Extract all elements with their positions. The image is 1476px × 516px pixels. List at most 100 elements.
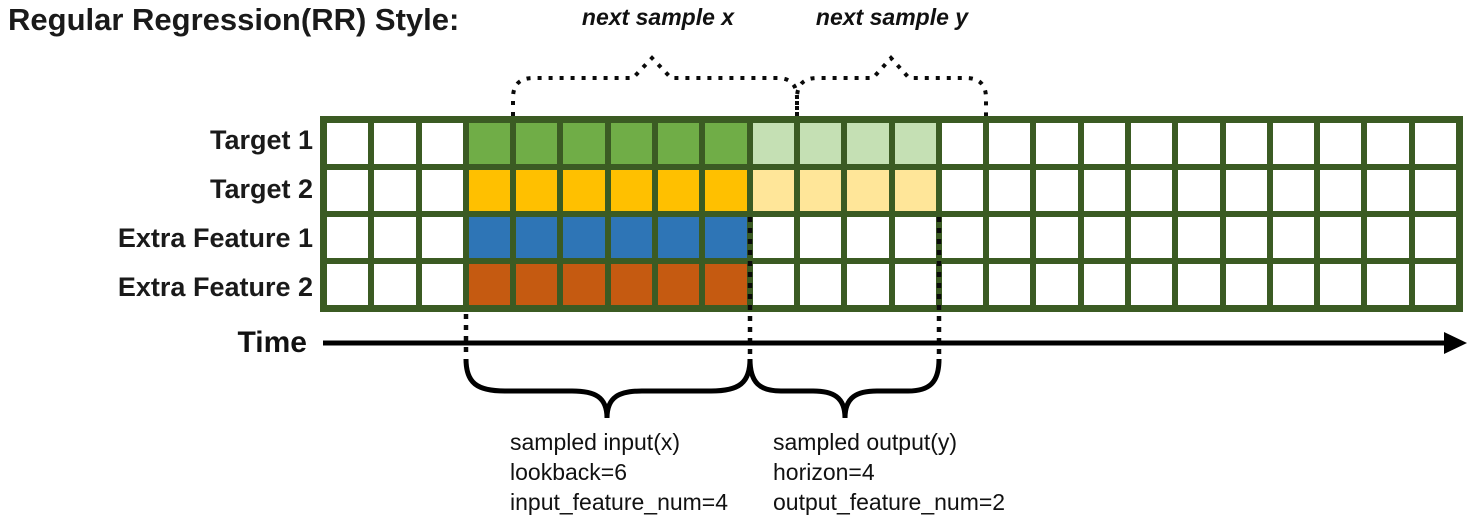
grid-cell-r2-c15 <box>989 170 1031 211</box>
grid-cell-r4-c7 <box>610 264 653 305</box>
grid-cell-r3-c19 <box>1178 217 1220 258</box>
row-label-4: Extra Feature 2 <box>117 272 313 302</box>
grid-cell-r4-c5 <box>516 264 558 305</box>
grid-cell-r4-c3 <box>421 264 463 305</box>
grid-cell-r3-c20 <box>1225 217 1267 258</box>
grid-cell-r3-c2 <box>374 217 416 258</box>
grid-cell-r4-c17 <box>1083 264 1125 305</box>
lookback-value: lookback=6 <box>510 459 627 485</box>
horizon-value: horizon=4 <box>773 459 875 485</box>
grid-cell-r4-c18 <box>1130 264 1173 305</box>
grid-cell-r1-c7 <box>610 123 653 164</box>
grid-cell-r3-c12 <box>847 217 889 258</box>
grid-cell-r1-c24 <box>1414 123 1456 164</box>
sampled-output-brace <box>747 358 942 419</box>
grid-cell-r3-c21 <box>1272 217 1315 258</box>
grid-cell-r2-c5 <box>516 170 558 211</box>
input-feature-num-value: input_feature_num=4 <box>510 489 729 515</box>
grid-cell-r1-c4 <box>468 123 511 164</box>
next-sample-x-label: next sample x <box>581 4 735 30</box>
grid-cell-r2-c9 <box>705 170 747 211</box>
grid-cell-r4-c21 <box>1272 264 1315 305</box>
grid-cell-r1-c9 <box>705 123 747 164</box>
grid-cell-r2-c4 <box>468 170 511 211</box>
grid-cell-r2-c16 <box>1036 170 1078 211</box>
grid-cell-r3-c10 <box>752 217 794 258</box>
grid-cell-r1-c15 <box>989 123 1031 164</box>
grid-cell-r3-c6 <box>563 217 605 258</box>
grid-cell-r3-c17 <box>1083 217 1125 258</box>
grid-cell-r1-c12 <box>847 123 889 164</box>
grid-cell-r4-c23 <box>1367 264 1409 305</box>
grid-cell-r1-c21 <box>1272 123 1315 164</box>
grid-cell-r2-c1 <box>327 170 369 211</box>
grid-cell-r2-c24 <box>1414 170 1456 211</box>
grid-cell-r1-c6 <box>563 123 605 164</box>
sampled-output-title: sampled output(y) <box>773 429 958 455</box>
grid-cell-r1-c2 <box>374 123 416 164</box>
grid-cell-r2-c17 <box>1083 170 1125 211</box>
grid-cell-r3-c11 <box>799 217 842 258</box>
grid-cell-r1-c20 <box>1225 123 1267 164</box>
grid-cell-r2-c6 <box>563 170 605 211</box>
grid-cell-r4-c1 <box>327 264 369 305</box>
grid-cell-r2-c18 <box>1130 170 1173 211</box>
grid-cell-r3-c9 <box>705 217 747 258</box>
grid-cell-r4-c8 <box>658 264 700 305</box>
grid-cell-r3-c13 <box>894 217 936 258</box>
grid-cell-r1-c8 <box>658 123 700 164</box>
grid-cell-r1-c1 <box>327 123 369 164</box>
grid-cell-r3-c24 <box>1414 217 1456 258</box>
grid-cell-r4-c11 <box>799 264 842 305</box>
grid-cell-r2-c12 <box>847 170 889 211</box>
grid-cell-r3-c18 <box>1130 217 1173 258</box>
grid-cell-r2-c14 <box>941 170 984 211</box>
grid-cell-r1-c5 <box>516 123 558 164</box>
grid-cell-r4-c19 <box>1178 264 1220 305</box>
next-sample-y-brace <box>795 55 988 116</box>
row-label-3: Extra Feature 1 <box>117 223 313 253</box>
grid-cell-r4-c15 <box>989 264 1031 305</box>
grid-cell-r2-c22 <box>1320 170 1362 211</box>
grid-cell-r3-c1 <box>327 217 369 258</box>
grid-cell-r3-c3 <box>421 217 463 258</box>
page-title: Regular Regression(RR) Style: <box>8 2 460 37</box>
grid-cell-r4-c4 <box>468 264 511 305</box>
sampled-input-brace <box>463 358 753 419</box>
grid-cell-r3-c7 <box>610 217 653 258</box>
grid-cell-r1-c16 <box>1036 123 1078 164</box>
grid-cell-r3-c5 <box>516 217 558 258</box>
grid-cell-r4-c20 <box>1225 264 1267 305</box>
grid-cell-r1-c13 <box>894 123 936 164</box>
grid-cell-r3-c22 <box>1320 217 1362 258</box>
row-label-2: Target 2 <box>209 174 313 204</box>
grid-cell-r4-c24 <box>1414 264 1456 305</box>
output-feature-num-value: output_feature_num=2 <box>773 489 1006 515</box>
grid-cell-r4-c14 <box>941 264 984 305</box>
grid-cell-r3-c4 <box>468 217 511 258</box>
sampled-input-title: sampled input(x) <box>510 429 681 455</box>
grid-cell-r2-c2 <box>374 170 416 211</box>
grid-cell-r2-c11 <box>799 170 842 211</box>
grid-cell-r3-c16 <box>1036 217 1078 258</box>
grid-cell-r2-c7 <box>610 170 653 211</box>
grid-cell-r1-c14 <box>941 123 984 164</box>
sample-grid <box>320 116 1463 312</box>
time-axis-label: Time <box>237 326 307 359</box>
grid-cell-r1-c22 <box>1320 123 1362 164</box>
grid-cell-r1-c17 <box>1083 123 1125 164</box>
grid-cell-r2-c19 <box>1178 170 1220 211</box>
sampled-output-annotation: sampled output(y) horizon=4 output_featu… <box>773 427 1005 516</box>
grid-cell-r4-c22 <box>1320 264 1362 305</box>
grid-cell-r4-c16 <box>1036 264 1078 305</box>
grid-cell-r3-c8 <box>658 217 700 258</box>
grid-cell-r1-c19 <box>1178 123 1220 164</box>
sampled-input-annotation: sampled input(x) lookback=6 input_featur… <box>510 427 728 516</box>
grid-cell-r3-c23 <box>1367 217 1409 258</box>
grid-cell-r2-c13 <box>894 170 936 211</box>
grid-cell-r1-c3 <box>421 123 463 164</box>
grid-cell-r4-c13 <box>894 264 936 305</box>
grid-cell-r1-c18 <box>1130 123 1173 164</box>
grid-cell-r3-c15 <box>989 217 1031 258</box>
